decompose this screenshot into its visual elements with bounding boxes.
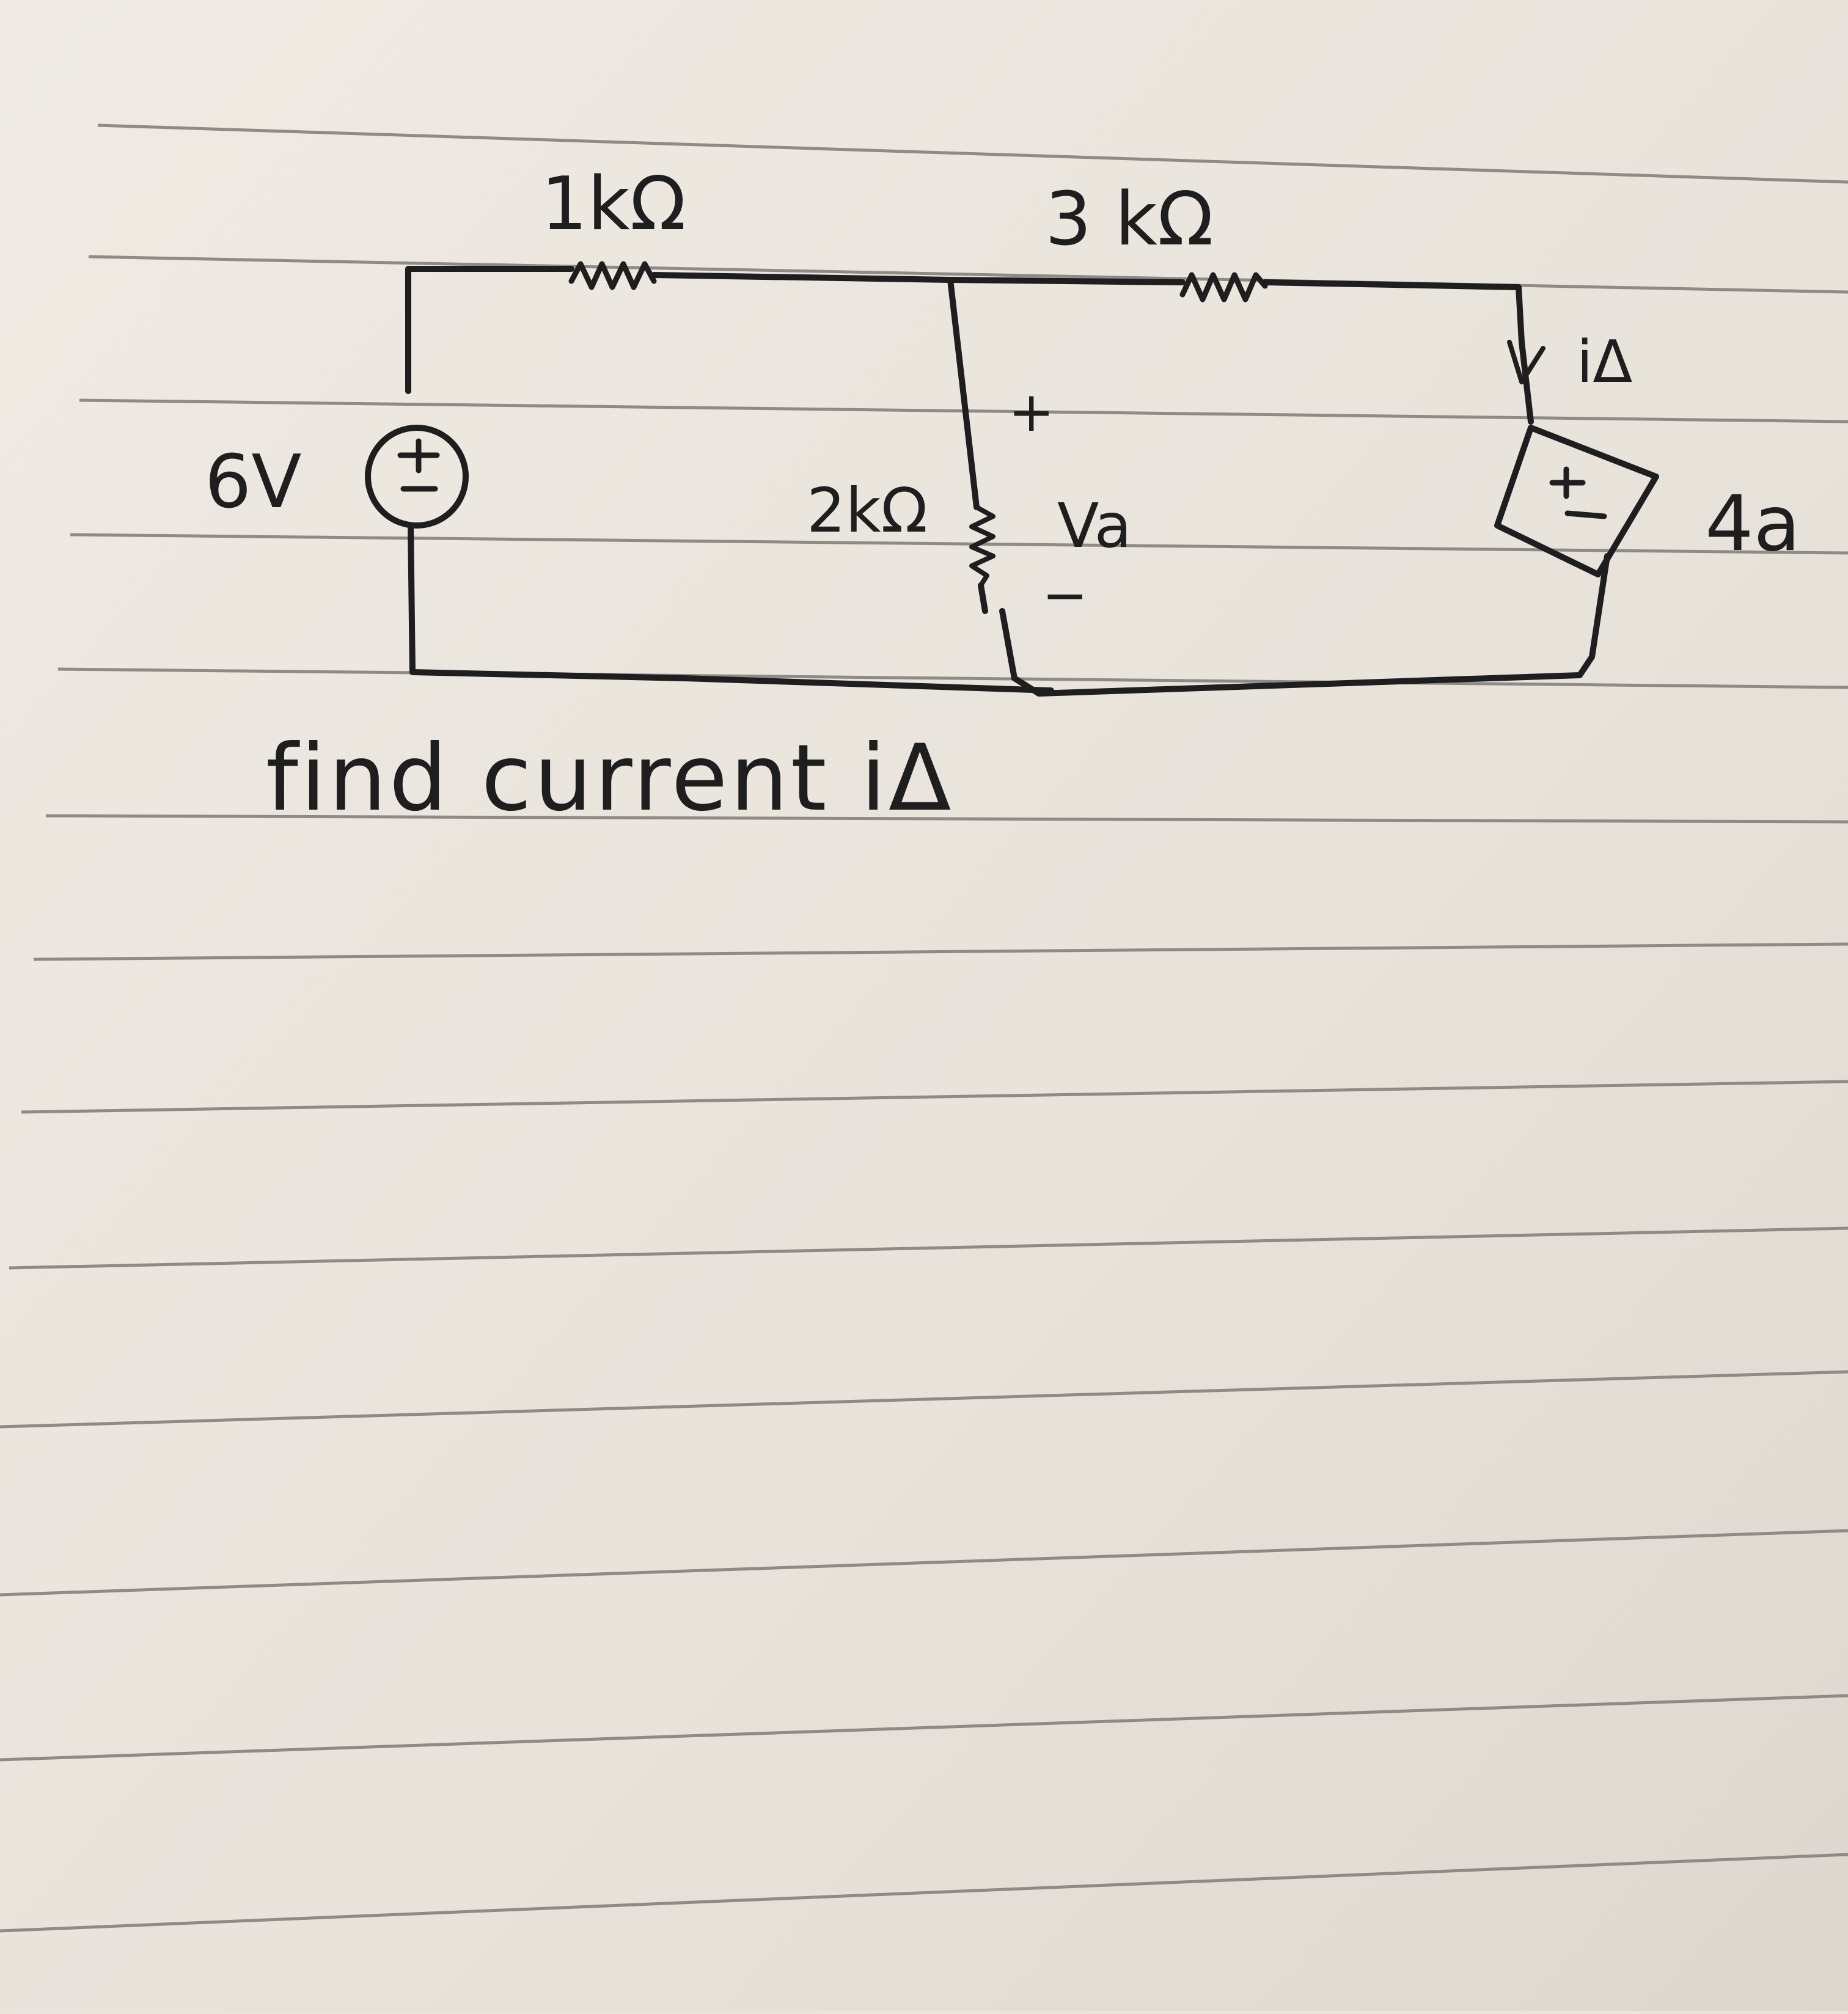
ruled-lines (0, 123, 1848, 1933)
question-text: find current iΔ (266, 725, 954, 832)
wire-mid-upper (947, 277, 980, 510)
wire-top-right (947, 277, 1186, 285)
dep-plus-sign (1549, 466, 1586, 499)
dep-minus-sign (1564, 510, 1607, 519)
wire-top-left (405, 266, 574, 394)
source-plus-sign (397, 438, 440, 474)
resistor-1k (568, 261, 657, 290)
label-resistor-1k: 1kΩ (541, 162, 686, 247)
label-i-delta-branch: iΔ (1577, 329, 1632, 396)
dependent-source-diamond (1494, 425, 1659, 577)
voltage-source-6v (365, 425, 469, 529)
resistor-3k (1179, 272, 1268, 302)
wire-left-lower (408, 522, 1054, 694)
circuit-diagram (365, 261, 1659, 697)
resistor-2k (969, 505, 996, 588)
wire-mid-lower (978, 582, 1018, 681)
label-source-6v: 6V (205, 440, 301, 525)
label-dependent-source: 4a (1705, 480, 1800, 568)
wire-right-top (1262, 279, 1534, 425)
label-resistor-2k: 2kΩ (807, 475, 928, 546)
current-arrow (1507, 340, 1546, 384)
label-plus-va: + (1008, 380, 1054, 444)
circuit-labels: 1kΩ 3 kΩ 2kΩ 6V + Va − iΔ 4a (205, 162, 1800, 628)
wire-top-mid (651, 272, 953, 283)
label-va: Va (1057, 490, 1132, 562)
label-minus-va: − (1042, 563, 1088, 628)
label-resistor-3k: 3 kΩ (1045, 177, 1214, 262)
wire-bottom-right (1011, 553, 1610, 697)
